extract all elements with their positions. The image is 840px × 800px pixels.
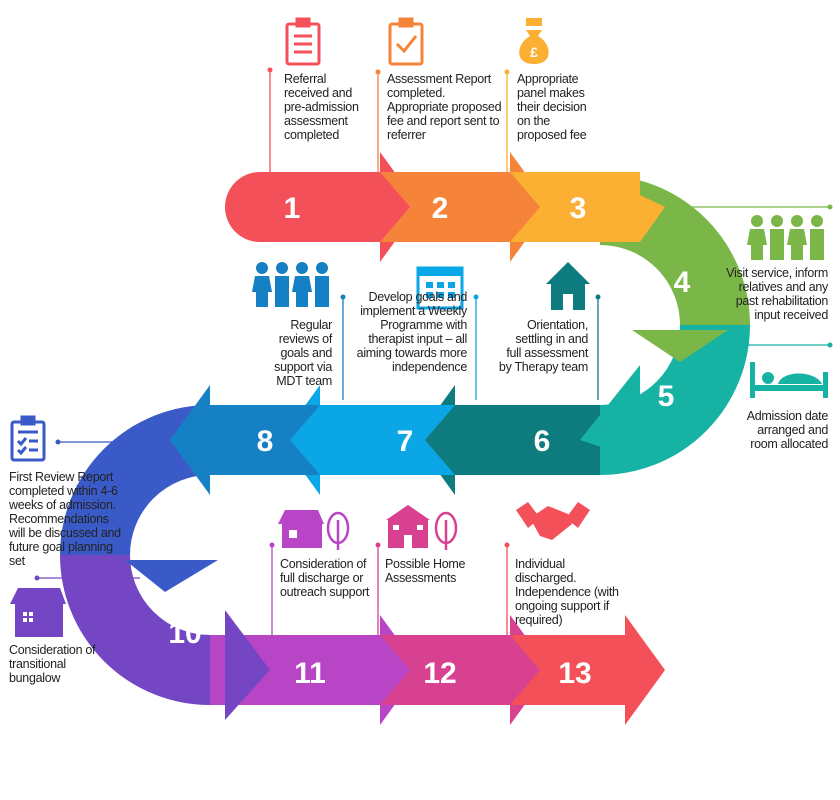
house-tree-icon xyxy=(386,505,458,550)
arrow-step-8 xyxy=(170,385,320,495)
pound-sign: £ xyxy=(530,44,538,60)
step-13-text: Individual discharged. Independence (wit… xyxy=(515,557,619,627)
step-number-4: 4 xyxy=(674,266,691,299)
arrow-step-3 xyxy=(510,172,665,242)
step-2-text: Assessment Report completed. Appropriate… xyxy=(387,72,502,142)
arrow-head-5 xyxy=(580,365,640,460)
arrow-step-12 xyxy=(380,615,550,725)
step-4-text: Visit service, inform relatives and any … xyxy=(726,266,828,322)
people-icon xyxy=(252,262,329,307)
clipboard-check-icon xyxy=(10,415,46,462)
step-6-text: Orientation, settling in and full assess… xyxy=(498,318,588,374)
step-number-8: 8 xyxy=(257,425,274,458)
house-icon xyxy=(546,262,590,310)
step-number-7: 7 xyxy=(397,425,414,458)
arrow-step-7 xyxy=(280,385,455,495)
bed-icon xyxy=(750,362,828,398)
people-icon xyxy=(747,215,824,260)
step-12-text: Possible Home Assessments xyxy=(385,557,466,585)
arrow-step-10 xyxy=(60,553,212,705)
clipboard-icon xyxy=(285,17,321,66)
arrow-step-1 xyxy=(225,152,420,262)
arrow-step-2 xyxy=(380,152,550,262)
step-number-12: 12 xyxy=(423,657,456,690)
arrow-step-11 xyxy=(210,615,420,725)
step-1-text: Referral received and pre-admission asse… xyxy=(284,72,359,142)
handshake-icon xyxy=(516,502,590,540)
step-8-text: Regular reviews of goals and support via… xyxy=(274,318,332,388)
step-number-1: 1 xyxy=(284,192,301,225)
step-7-text: Develop goals and implement a Weekly Pro… xyxy=(356,290,468,374)
arrow-head-10 xyxy=(225,610,270,720)
arrow-head-9 xyxy=(125,560,218,592)
step-number-11: 11 xyxy=(294,657,326,690)
step-5-text: Admission date arranged and room allocat… xyxy=(746,409,829,451)
step-10-text: Consideration of transitional bungalow xyxy=(9,643,96,685)
arrow-head-4 xyxy=(632,330,728,362)
step-number-2: 2 xyxy=(432,192,449,225)
step-number-9: 9 xyxy=(157,501,174,534)
clipboard-check-icon xyxy=(388,17,424,66)
step-number-6: 6 xyxy=(534,425,551,458)
step-number-10: 10 xyxy=(168,617,201,650)
money-bag-icon: £ xyxy=(519,18,549,64)
house-icon xyxy=(10,588,66,637)
step-number-3: 3 xyxy=(570,192,587,225)
arrow-step-13 xyxy=(510,615,665,725)
step-number-13: 13 xyxy=(558,657,591,690)
arrow-step-6 xyxy=(415,385,600,495)
step-9-text: First Review Report completed within 4-6… xyxy=(9,470,121,568)
step-11-text: Consideration of full discharge or outre… xyxy=(280,557,370,599)
step-number-5: 5 xyxy=(658,380,675,413)
house-tree-icon xyxy=(278,510,350,550)
calendar-icon xyxy=(416,266,464,310)
step-3-text: Appropriate panel makes their decision o… xyxy=(517,72,587,142)
